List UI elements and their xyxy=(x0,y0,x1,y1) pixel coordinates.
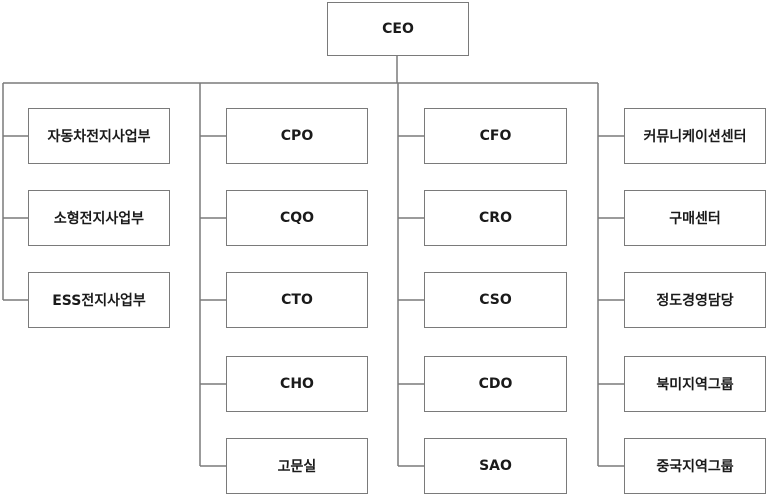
node-cqo: CQO xyxy=(226,190,368,246)
node-purchasing-center: 구매센터 xyxy=(624,190,766,246)
node-sao: SAO xyxy=(424,438,567,494)
node-cro: CRO xyxy=(424,190,567,246)
node-china-group: 중국지역그룹 xyxy=(624,438,766,494)
node-advisory-office: 고문실 xyxy=(226,438,368,494)
node-communication-center: 커뮤니케이션센터 xyxy=(624,108,766,164)
node-cho: CHO xyxy=(226,356,368,412)
node-automotive-battery-division: 자동차전지사업부 xyxy=(28,108,170,164)
node-cpo: CPO xyxy=(226,108,368,164)
node-small-battery-division: 소형전지사업부 xyxy=(28,190,170,246)
node-cfo: CFO xyxy=(424,108,567,164)
node-cto: CTO xyxy=(226,272,368,328)
node-cso: CSO xyxy=(424,272,567,328)
node-cdo: CDO xyxy=(424,356,567,412)
node-north-america-group: 북미지역그룹 xyxy=(624,356,766,412)
node-ethics-management: 정도경영담당 xyxy=(624,272,766,328)
node-ess-battery-division: ESS전지사업부 xyxy=(28,272,170,328)
ceo-box: CEO xyxy=(327,2,469,56)
